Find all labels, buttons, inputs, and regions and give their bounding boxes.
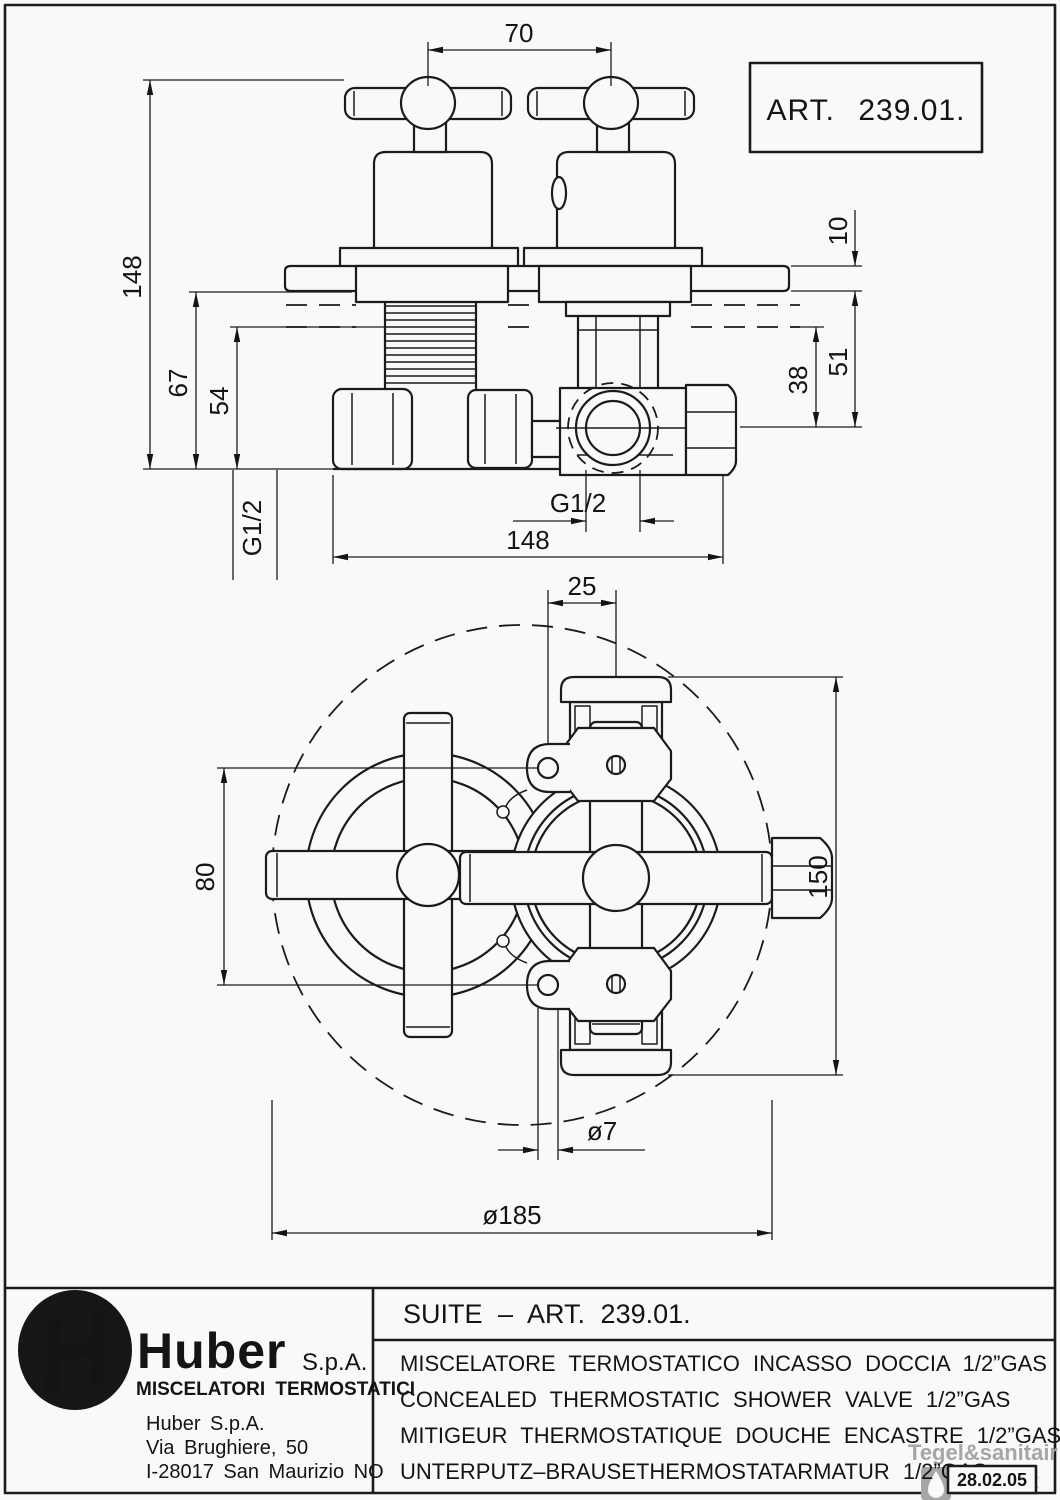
description-en: CONCEALED THERMOSTATIC SHOWER VALVE 1/2”…	[400, 1387, 1010, 1412]
description-it: MISCELATORE TERMOSTATICO INCASSO DOCCIA …	[400, 1351, 1047, 1376]
company-address-2: Via Brughiere, 50	[146, 1437, 308, 1459]
dim-screw-hole-diameter: ø7	[498, 1008, 645, 1160]
dim-depth-54: 54	[204, 326, 384, 469]
front-view: 25 80 150 ø7 ø185	[190, 571, 843, 1240]
inlet-thread-label: G1/2	[237, 500, 267, 556]
dim-54-label: 54	[204, 387, 234, 416]
dim-wall-outlet-51: 51	[740, 291, 862, 428]
watermark-line1: Tegel&sanitair	[908, 1440, 1058, 1465]
thread-hatch	[386, 305, 475, 384]
dim-148v-label: 148	[117, 255, 147, 298]
temp-stop-button	[550, 175, 568, 211]
dim-depth-67: 67	[163, 291, 352, 469]
dim-recess-diameter: ø185	[271, 1100, 773, 1240]
dim-80-label: 80	[190, 863, 220, 892]
dim-o185-label: ø185	[482, 1200, 541, 1230]
right-coupler	[684, 383, 738, 477]
date-label: 28.02.05	[957, 1470, 1027, 1490]
huber-logo: H	[18, 1290, 132, 1415]
dim-maxwall-outlet-38: 38	[783, 326, 824, 427]
suite-title: SUITE – ART. 239.01.	[403, 1299, 691, 1329]
water-drop-icon	[921, 1467, 951, 1500]
company-tagline: MISCELATORI TERMOSTATICI	[136, 1379, 415, 1400]
dim-10-label: 10	[823, 217, 853, 246]
top-fixing-tab	[496, 742, 570, 819]
page-border	[3, 3, 1057, 1495]
dim-handle-spacing: 70	[427, 18, 612, 86]
dim-25-label: 25	[568, 571, 597, 601]
wall-dashed-lines	[286, 304, 800, 328]
dim-body-height-150: 150	[668, 676, 843, 1076]
description-fr: MITIGEUR THERMOSTATIQUE DOUCHE ENCASTRE …	[400, 1423, 1060, 1448]
dim-screw-spacing-80: 80	[190, 767, 538, 986]
art-number-box: ART. 239.01.	[748, 61, 984, 154]
bottom-screw	[605, 973, 627, 995]
dim-70-label: 70	[505, 18, 534, 48]
bottom-fixing-tab	[496, 934, 570, 1011]
dim-outlet-thread: G1/2	[513, 470, 674, 532]
date-box: 28.02.05	[946, 1464, 1038, 1495]
company-name: Huber	[137, 1323, 286, 1379]
dim-148h-label: 148	[506, 525, 549, 555]
top-hex-nut	[559, 726, 673, 803]
company-address-1: Huber S.p.A.	[146, 1413, 265, 1435]
dim-38-label: 38	[783, 366, 813, 395]
inlet-nut	[331, 387, 414, 471]
company-address-3: I-28017 San Maurizio NO	[146, 1461, 384, 1483]
dim-body-width: 148	[332, 475, 724, 564]
description-de: UNTERPUTZ–BRAUSETHERMOSTATARMATUR 1/2”GA…	[400, 1459, 987, 1484]
dim-standoff-10: 10	[791, 210, 862, 292]
dim-screw-offset-25: 25	[547, 571, 617, 744]
center-connector	[466, 388, 568, 470]
bottom-hex-nut	[559, 946, 673, 1023]
label-inlet-thread: G1/2	[232, 470, 278, 580]
dim-150-label: 150	[803, 855, 833, 898]
dim-o7-label: ø7	[587, 1116, 617, 1146]
art-number-label: ART. 239.01.	[767, 94, 966, 127]
dim-67-label: 67	[163, 369, 193, 398]
top-screw	[605, 754, 627, 776]
company-legal-suffix: S.p.A.	[302, 1349, 367, 1376]
left-valve-side	[331, 75, 520, 471]
top-fixing-hole	[536, 756, 560, 780]
outlet-coupler-front	[770, 836, 834, 920]
title-block: Tegel&sanitair Depot H Huber S.p.A. MISC…	[5, 1286, 1060, 1500]
outlet-thread-label: G1/2	[550, 488, 606, 518]
bottom-fixing-hole	[536, 973, 560, 997]
dim-51-label: 51	[823, 348, 853, 377]
side-section-view: 70 148 67 54 10 51	[117, 18, 862, 580]
right-valve-side	[522, 75, 738, 477]
dim-overall-height: 148	[117, 79, 344, 469]
